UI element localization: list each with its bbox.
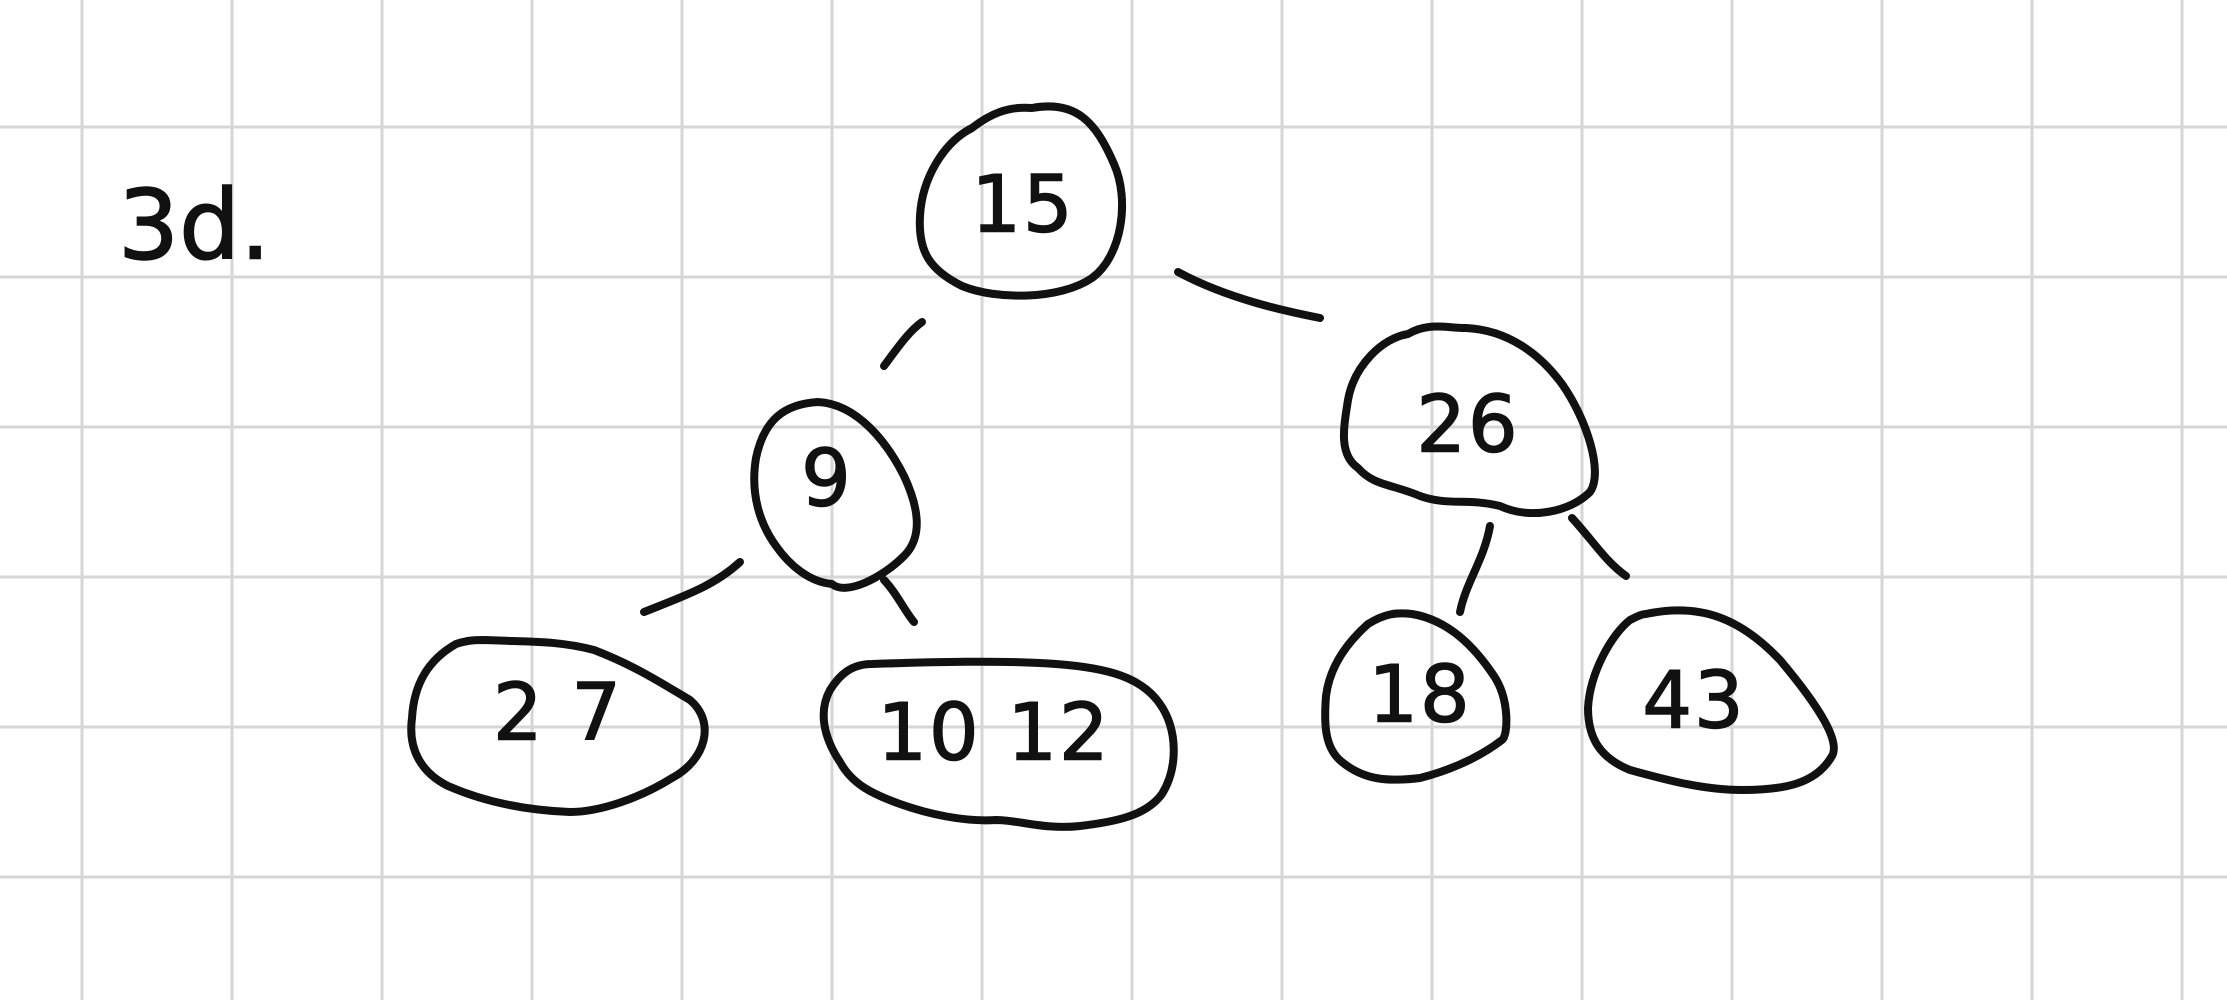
leaf-1-label: 2 7 [493,668,623,758]
leaf-3-label: 18 [1368,650,1471,740]
node-right-outline [1339,322,1599,518]
problem-label: 3d. [118,169,271,281]
edge-root-left [880,318,926,370]
edge-root-right [1174,268,1324,322]
edge-left-leaf2 [880,576,918,626]
tree-edges [640,268,1630,626]
node-root-outline [915,102,1127,300]
node-right: 26 [1339,322,1599,518]
leaf-1: 2 7 [407,636,709,816]
leaf-4-label: 43 [1642,656,1745,746]
leaf-2-outline [819,657,1178,831]
node-root-label: 15 [971,160,1074,250]
leaf-4-outline [1584,606,1838,794]
edge-right-leaf4 [1568,514,1630,580]
node-root: 15 [915,102,1127,300]
node-right-label: 26 [1416,380,1519,470]
leaf-3-outline [1321,609,1511,784]
edge-left-leaf1 [640,558,744,616]
node-left-outline [750,398,921,592]
edge-right-leaf3 [1456,522,1494,616]
node-left: 9 [750,398,921,592]
leaf-2-label: 10 12 [877,688,1110,778]
leaf-4: 43 [1584,606,1838,794]
leaf-3: 18 [1321,609,1511,784]
node-left-label: 9 [801,434,853,524]
leaf-2: 10 12 [819,657,1178,831]
leaf-1-outline [407,636,709,816]
